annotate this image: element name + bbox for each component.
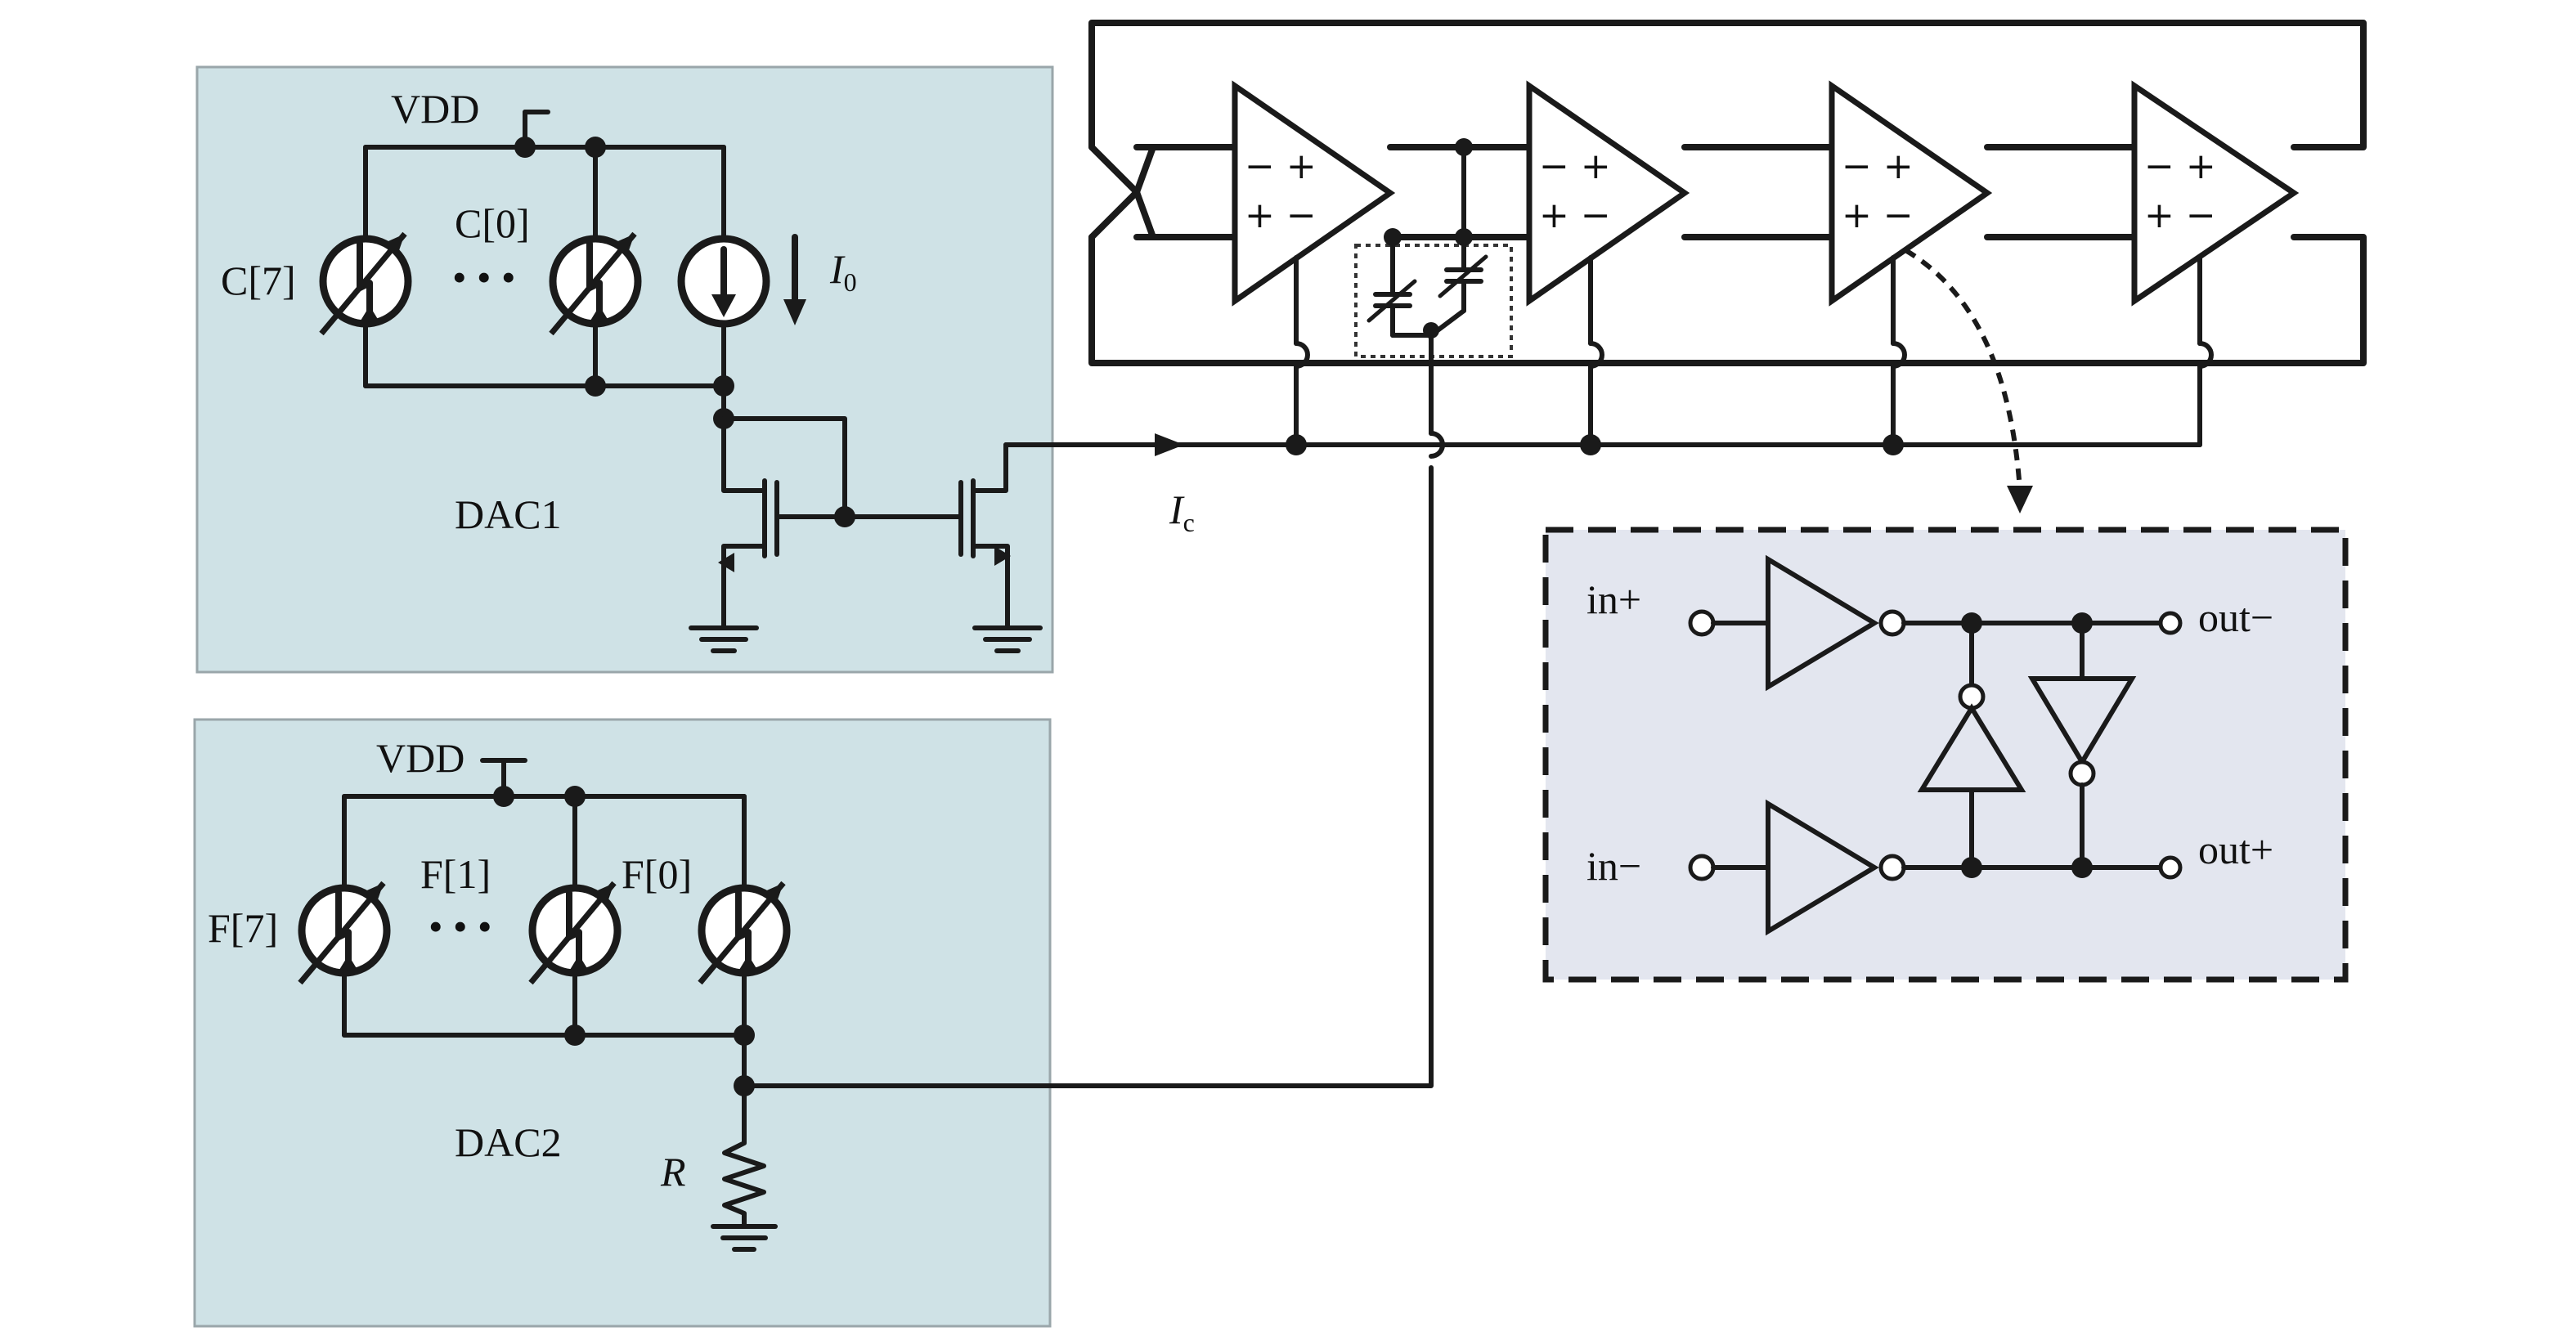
current-source-f1-icon	[528, 881, 622, 985]
current-source-f7-icon	[298, 881, 391, 985]
svg-text:+ −: + −	[1245, 195, 1317, 236]
in-minus-label: in−	[1586, 843, 1641, 889]
dac1-background	[195, 65, 1054, 674]
latch-inverter-down-icon	[2027, 621, 2137, 870]
dac2-title: DAC2	[455, 1119, 562, 1165]
detail-pointer	[1904, 248, 2022, 491]
out-plus-terminal	[2158, 855, 2183, 880]
dac1-block: VDD C[7] C[0] • • • DAC1 I0	[195, 65, 1168, 674]
dac2-background	[193, 718, 1052, 1328]
varactor-left-icon	[1367, 279, 1417, 338]
svg-text:− +: − +	[1539, 146, 1611, 187]
resistor-icon	[722, 1132, 766, 1229]
svg-text:+ −: + −	[1539, 195, 1611, 236]
out-minus-label: out−	[2198, 594, 2273, 640]
in-minus-terminal	[1688, 854, 1716, 881]
current-source-i0-icon	[677, 235, 770, 328]
control-current-label: Ic	[1169, 486, 1195, 537]
in-plus-terminal	[1688, 609, 1716, 637]
dac2-resistor-label: R	[660, 1149, 686, 1195]
varactor-right-icon	[1438, 254, 1488, 313]
inverter-top-icon	[1766, 554, 1879, 692]
out-plus-label: out+	[2198, 827, 2273, 872]
svg-text:− +: − +	[1245, 146, 1317, 187]
dac1-bias-current-label: I0	[829, 246, 857, 297]
svg-text:+ −: + −	[1842, 195, 1914, 236]
in-plus-label: in+	[1586, 576, 1641, 622]
dac1-lsb-label: C[0]	[455, 200, 530, 246]
out-minus-terminal	[2158, 611, 2183, 635]
dac1-msb-label: C[7]	[221, 258, 296, 303]
dac2-msb-label: F[7]	[208, 905, 278, 951]
svg-text:− +: − +	[1842, 146, 1914, 187]
svg-text:+ −: + −	[2144, 195, 2216, 236]
control-current-line: Ic	[1003, 433, 2202, 537]
dac2-ellipsis: • • •	[429, 903, 492, 949]
latch-inverter-up-icon	[1917, 621, 2026, 870]
dac1-supply-label: VDD	[391, 86, 479, 132]
ring-stage-4: − + + −	[2131, 80, 2300, 307]
current-source-c7-icon	[319, 231, 412, 336]
dac2-lsb-label: F[0]	[622, 851, 692, 897]
dac2-block: VDD F[7] F[1] F[0] • • • DAC2 R	[193, 465, 1434, 1328]
current-source-c0-icon	[549, 231, 642, 336]
ring-stage-2: − + + −	[1526, 80, 1690, 307]
delay-cell-detail: in+ in− out− out+	[1542, 527, 2349, 983]
dac1-title: DAC1	[455, 491, 562, 537]
dac2-mid-label: F[1]	[420, 851, 491, 897]
ring-stage-3: − + + −	[1829, 80, 1993, 307]
dac2-supply-label: VDD	[376, 735, 464, 781]
varactor-tuning	[1354, 138, 1513, 459]
dac1-ellipsis: • • •	[452, 254, 516, 300]
svg-text:− +: − +	[2144, 146, 2216, 187]
ring-oscillator: − + + − − + + − − + + − − + + −	[1088, 20, 2367, 513]
ring-stage-1: − + + −	[1232, 80, 1396, 307]
inverter-bottom-icon	[1766, 799, 1879, 936]
current-source-f0-icon	[698, 881, 791, 985]
